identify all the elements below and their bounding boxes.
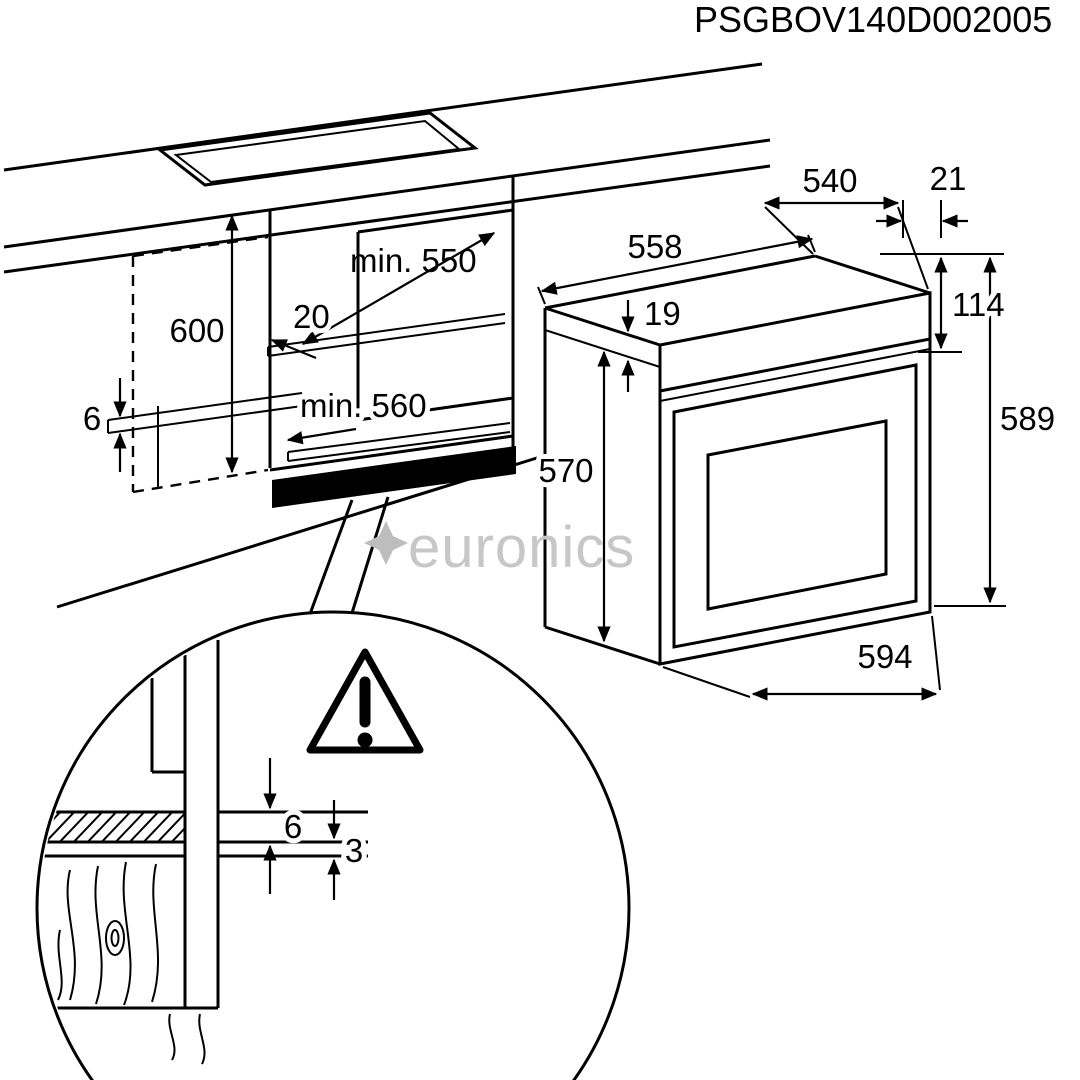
- support-rail-lower: [287, 422, 511, 462]
- lower-gap-label: 3: [345, 832, 363, 869]
- shelf-bottom-line: [107, 405, 303, 434]
- cabinet-dimensions: 600 min. 550 20 min. 560 6: [83, 214, 496, 474]
- dim-line-min550: [301, 232, 496, 345]
- upper-gap-label: 6: [284, 808, 302, 845]
- hatch-line: [123, 812, 165, 842]
- oven-drawing: [543, 254, 932, 666]
- oven-top-panel-thickness-line: [544, 329, 661, 368]
- hatch-line: [137, 812, 179, 842]
- grain-line: [198, 1013, 206, 1065]
- hob-cutout-outer: [156, 111, 479, 187]
- callout-leader-left: [308, 499, 354, 615]
- panel-thickness-label: 6: [83, 400, 101, 437]
- callout-leader-right: [350, 496, 390, 614]
- control-panel-line-1: [659, 337, 931, 393]
- dim-arrow-min560: [286, 427, 357, 445]
- hatch-line: [95, 812, 137, 842]
- shelf-top-line: [107, 392, 303, 421]
- control-panel-height-label: 114: [952, 286, 1005, 323]
- countertop-thickness-edge: [3, 164, 771, 274]
- warning-icon: [306, 648, 424, 754]
- ext-line-594-left: [662, 666, 751, 698]
- hatch-line: [53, 812, 95, 842]
- top-depth-label: 540: [802, 162, 857, 199]
- detail-callout: 6 3: [35, 496, 631, 1080]
- total-height-label: 589: [1000, 400, 1055, 437]
- ext-tick-558-left: [537, 286, 546, 305]
- body-height-label: 570: [538, 452, 593, 489]
- niche-back-top-edge: [357, 208, 514, 234]
- countertop-back-edge: [3, 62, 763, 172]
- grain-line: [122, 861, 132, 1006]
- niche-width-label: min. 550: [350, 242, 477, 279]
- watermark-text: euronics: [408, 515, 635, 580]
- oven-door-outline: [672, 363, 918, 649]
- part-code: PSGBOV140D002005: [694, 0, 1052, 40]
- hatch-line: [109, 812, 151, 842]
- rail-bottom-line: [287, 431, 511, 462]
- dim-arrow-20: [270, 338, 317, 360]
- grain-line: [94, 865, 103, 1005]
- oven-front-face: [658, 291, 932, 666]
- niche-depth-label: min. 560: [300, 387, 427, 424]
- niche-floor-front-edge: [269, 434, 514, 472]
- floor-line: [56, 455, 541, 609]
- exclamation-dot: [357, 732, 373, 748]
- watermark: euronics: [364, 515, 635, 580]
- hidden-cabinet-top-dashed: [132, 235, 269, 258]
- grain-line: [66, 869, 76, 1001]
- rear-clearance-label: 21: [930, 160, 967, 197]
- countertop-front-edge: [3, 138, 771, 249]
- front-width-label: 594: [857, 638, 912, 675]
- grain-line: [57, 929, 63, 1001]
- side-shelf-board: [107, 392, 303, 488]
- hatch-line: [81, 812, 123, 842]
- control-panel-line-2: [659, 348, 931, 402]
- ext-line-594-right: [931, 615, 941, 691]
- hob-cutout-inner: [173, 119, 462, 184]
- detail-contents: 6 3: [40, 640, 424, 1065]
- hatch-line: [151, 812, 185, 842]
- oven-top-right-edge: [814, 254, 931, 295]
- plinth-shadow-strip: [272, 446, 516, 508]
- wood-grain: [57, 861, 206, 1065]
- grain-knot-center: [110, 929, 120, 947]
- niche-floor-back-edge: [357, 396, 514, 422]
- rail-inset-label: 20: [293, 298, 330, 335]
- euronics-star-icon: [364, 521, 408, 565]
- grain-knot: [105, 920, 125, 956]
- oven-door-window: [706, 419, 888, 611]
- dim-line-558: [540, 235, 814, 295]
- hatch-line: [67, 812, 109, 842]
- grain-line: [168, 1013, 176, 1061]
- hatch-line: [165, 812, 185, 842]
- top-edge-label: 19: [644, 295, 681, 332]
- oven-dimensions: 540 21 558 114 589 19 570 594: [533, 160, 1055, 701]
- oven-top-left-edge: [544, 306, 661, 347]
- oven-left-bottom-edge: [544, 625, 661, 666]
- top-width-label: 558: [627, 228, 682, 265]
- niche-height-label: 600: [169, 312, 224, 349]
- rail-top-line: [287, 422, 511, 453]
- grain-line: [151, 863, 160, 1003]
- hidden-cabinet-bottom-dashed: [132, 468, 269, 494]
- detail-circle: [35, 610, 631, 1080]
